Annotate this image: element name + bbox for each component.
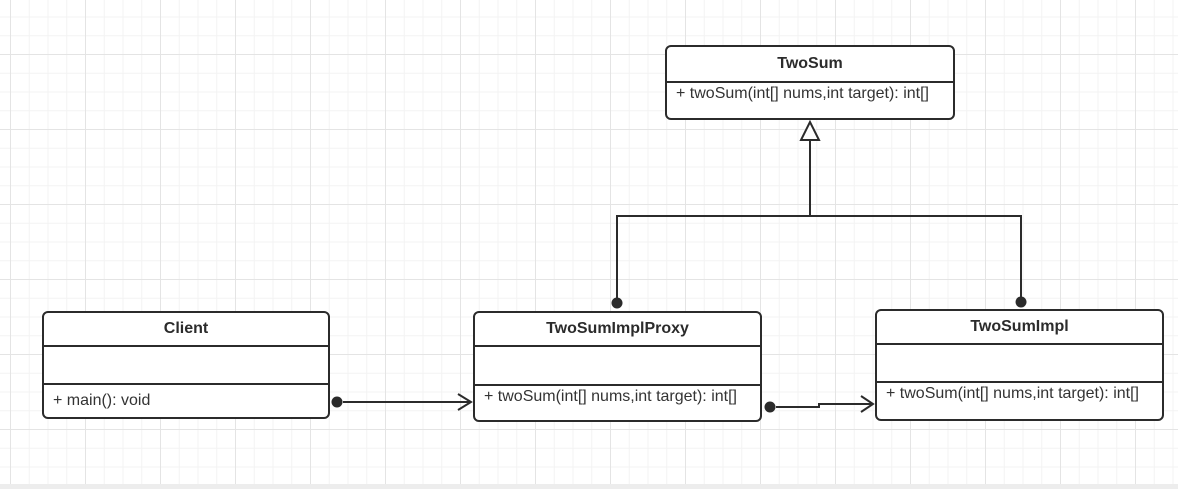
class-box-twosum[interactable]: TwoSum + twoSum(int[] nums,int target): …	[665, 45, 955, 120]
edge-endpoint-dot-icon[interactable]	[764, 401, 776, 413]
association-edge-client-proxy[interactable]	[331, 393, 473, 411]
class-box-client[interactable]: Client + main(): void	[42, 311, 330, 419]
class-box-twosumimplproxy[interactable]: TwoSumImplProxy + twoSum(int[] nums,int …	[473, 311, 762, 422]
methods-compartment-twosumimplproxy: + twoSum(int[] nums,int target): int[]	[475, 384, 760, 420]
class-title-twosumimpl: TwoSumImpl	[970, 318, 1069, 335]
methods-compartment-twosumimpl: + twoSum(int[] nums,int target): int[]	[877, 381, 1162, 419]
edge-endpoint-dot-icon[interactable]	[1015, 296, 1027, 308]
attributes-compartment-twosumimpl	[877, 343, 1162, 381]
window-bottom-edge	[0, 484, 1178, 489]
class-title-twosum: TwoSum	[777, 55, 843, 72]
association-line[interactable]	[776, 403, 871, 408]
method-item: + main(): void	[53, 392, 151, 409]
method-item: + twoSum(int[] nums,int target): int[]	[886, 385, 1139, 402]
generalization-junction-line[interactable]	[616, 215, 1022, 303]
attributes-compartment-client	[44, 345, 328, 383]
class-title-twosumimplproxy: TwoSumImplProxy	[546, 320, 689, 337]
methods-compartment-twosum: + twoSum(int[] nums,int target): int[]	[667, 81, 953, 118]
edge-endpoint-dot-icon[interactable]	[611, 297, 623, 309]
edge-endpoint-dot-icon[interactable]	[331, 396, 343, 408]
method-item: + twoSum(int[] nums,int target): int[]	[484, 388, 737, 405]
open-arrowhead-icon	[457, 393, 473, 411]
attributes-compartment-twosumimplproxy	[475, 345, 760, 384]
hollow-triangle-arrowhead-icon	[799, 119, 821, 141]
open-arrowhead-icon	[860, 395, 875, 413]
method-item: + twoSum(int[] nums,int target): int[]	[676, 85, 929, 102]
generalization-edge-group[interactable]	[611, 119, 1027, 309]
methods-compartment-client: + main(): void	[44, 383, 328, 417]
class-box-twosumimpl[interactable]: TwoSumImpl + twoSum(int[] nums,int targe…	[875, 309, 1164, 421]
association-edge-proxy-impl[interactable]	[764, 395, 875, 413]
class-title-client: Client	[163, 320, 209, 337]
